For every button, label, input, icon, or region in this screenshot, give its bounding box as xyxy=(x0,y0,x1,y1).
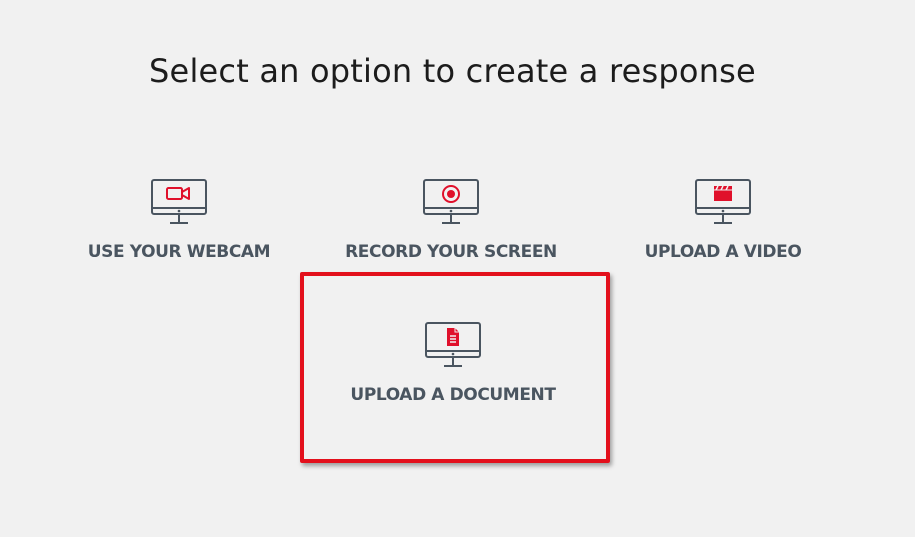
video-clapperboard-icon xyxy=(695,179,751,224)
option-upload-document[interactable]: UPLOAD A DOCUMENT xyxy=(333,321,573,405)
option-label: UPLOAD A DOCUMENT xyxy=(350,385,556,405)
option-record-screen[interactable]: RECORD YOUR SCREEN xyxy=(331,178,571,262)
option-use-webcam[interactable]: USE YOUR WEBCAM xyxy=(59,178,299,262)
webcam-icon xyxy=(151,179,207,224)
option-upload-video[interactable]: UPLOAD A VIDEO xyxy=(603,178,843,262)
option-label: UPLOAD A VIDEO xyxy=(644,242,802,262)
option-label: RECORD YOUR SCREEN xyxy=(345,242,557,262)
record-screen-icon xyxy=(423,179,479,224)
option-label: USE YOUR WEBCAM xyxy=(87,242,271,262)
page-title: Select an option to create a response xyxy=(149,52,756,90)
document-icon xyxy=(425,322,481,367)
